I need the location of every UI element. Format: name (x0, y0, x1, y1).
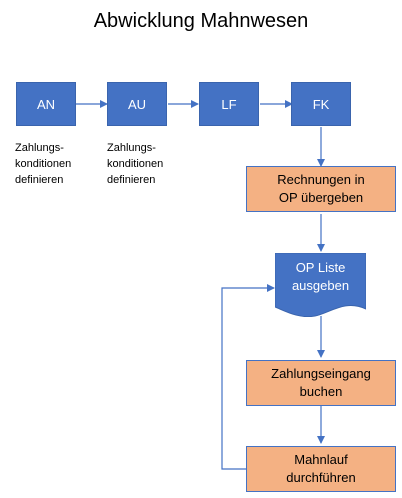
step-mahnlauf: Mahnlauf durchführen (246, 446, 396, 492)
step-mahnlauf-label: Mahnlauf durchführen (286, 452, 356, 485)
node-fk: FK (291, 82, 351, 126)
node-au: AU (107, 82, 167, 126)
node-au-label: AU (127, 96, 147, 112)
step-rechnungen-label: Rechnungen in OP übergeben (277, 172, 365, 205)
document-shape (275, 253, 366, 317)
node-lf: LF (199, 82, 259, 126)
step-op-liste: OP Liste ausgeben (275, 253, 366, 317)
step-zahlungseingang: Zahlungseingang buchen (246, 360, 396, 406)
node-an-label: AN (36, 96, 56, 112)
step-zahlungseingang-label: Zahlungseingang buchen (271, 366, 371, 399)
node-fk-label: FK (312, 96, 330, 112)
note-au: Zahlungs- konditionen definieren (107, 142, 164, 186)
node-an: AN (16, 82, 76, 126)
diagram-title: Abwicklung Mahnwesen (93, 10, 309, 32)
step-rechnungen: Rechnungen in OP übergeben (246, 166, 396, 212)
step-op-liste-label: OP Liste ausgeben (291, 260, 350, 293)
loop-arrow-mahnlauf-opliste (221, 284, 275, 470)
note-an: Zahlungs- konditionen definieren (15, 142, 72, 186)
node-lf-label: LF (221, 96, 237, 112)
